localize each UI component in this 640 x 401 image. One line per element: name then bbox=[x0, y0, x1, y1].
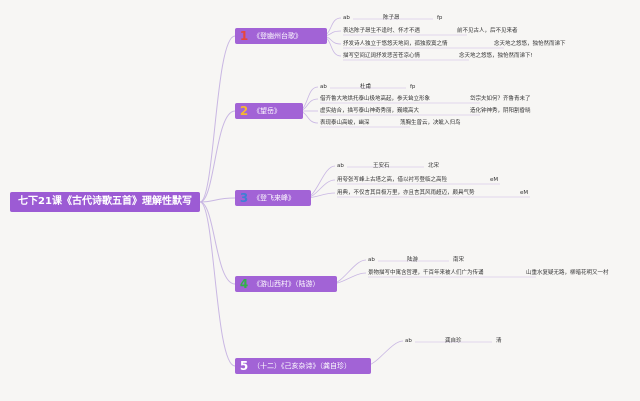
description-text: 景物描写中寓含哲理，千百年来被人们广为传诵 bbox=[368, 270, 484, 276]
chapter-node[interactable]: 2 《望岳》 bbox=[235, 103, 303, 119]
meta-label: ab bbox=[343, 15, 350, 21]
answer-text: 山重水复疑无路，柳暗花明又一村 bbox=[526, 270, 609, 276]
description-text: 用夸张写峰上古塔之高，借以衬写登临之高险 bbox=[337, 177, 448, 183]
description-text: 借齐鲁大地烘托泰山极地高起，参天耸立形象 bbox=[320, 96, 431, 102]
chapter-node[interactable]: 5 （十二）《己亥杂诗》（龚自珍） bbox=[235, 358, 371, 374]
chapter-title: 《登飞来峰》 bbox=[253, 194, 295, 202]
answer-text: eM bbox=[520, 190, 529, 196]
meta-label: ab bbox=[368, 257, 375, 263]
meta-label: fp bbox=[437, 15, 443, 21]
meta-label: 陈子昂 bbox=[383, 15, 400, 21]
root-title: 七下21课《古代诗歌五首》理解性默写 bbox=[10, 192, 200, 212]
answer-text: 岱宗夫如何？齐鲁青未了 bbox=[470, 96, 531, 102]
meta-label: 龚自珍 bbox=[445, 338, 462, 344]
meta-label: ab bbox=[405, 338, 412, 344]
meta-label: fp bbox=[410, 84, 416, 90]
chapter-title: 《登幽州台歌》 bbox=[253, 32, 302, 40]
meta-label: 杜甫 bbox=[360, 84, 372, 90]
chapter-title: 《望岳》 bbox=[253, 107, 281, 115]
meta-label: 清 bbox=[496, 338, 502, 344]
answer-text: 荡胸生曾云，决眦入归鸟 bbox=[400, 120, 461, 126]
meta-label: ab bbox=[337, 163, 344, 169]
root-branch-line bbox=[199, 201, 236, 367]
root-branch-line bbox=[199, 201, 236, 285]
description-text: 表现泰山高峻，幽深 bbox=[320, 120, 370, 126]
description-text: 用典，不仅言其目极万里，亦且言其风雨超迈，颇具气势 bbox=[337, 190, 475, 196]
chapter-number: 5 bbox=[239, 359, 249, 373]
meta-label: 陆游 bbox=[407, 257, 419, 263]
chapter-node[interactable]: 1 《登幽州台歌》 bbox=[235, 28, 327, 44]
root-branch-line bbox=[199, 197, 236, 203]
answer-text: 念天地之悠悠，独怆然而涕下 bbox=[494, 41, 566, 47]
chapter-node[interactable]: 4 《游山西村》（陆游） bbox=[235, 276, 337, 292]
chapter-number: 3 bbox=[239, 191, 249, 205]
root-branch-line bbox=[199, 35, 236, 203]
chapter-title: 《游山西村》（陆游） bbox=[253, 280, 320, 288]
description-text: 描写空间辽阔抒发悲苦苍凉心情 bbox=[343, 53, 421, 59]
meta-label: 王安石 bbox=[373, 163, 390, 169]
chapter-number: 1 bbox=[239, 29, 249, 43]
meta-label: 南宋 bbox=[453, 257, 465, 263]
meta-label: ab bbox=[320, 84, 327, 90]
answer-text: 造化钟神秀，阴阳割昏晓 bbox=[470, 108, 531, 114]
root-branch-line bbox=[199, 110, 236, 203]
answer-text: eM bbox=[490, 177, 499, 183]
answer-text: 念天地之悠悠，独怆然而涕下! bbox=[459, 53, 533, 59]
chapter-title: （十二）《己亥杂诗》（龚自珍） bbox=[253, 362, 351, 370]
description-text: 虚实结合，描写泰山神奇秀丽，巍峨高大 bbox=[320, 108, 420, 114]
description-text: 抒发诗人独立于悠悠天地间，孤独寂寞之情 bbox=[343, 41, 448, 47]
chapter-number: 2 bbox=[239, 104, 249, 118]
chapter-node[interactable]: 3 《登飞来峰》 bbox=[235, 190, 311, 206]
chapter-number: 4 bbox=[239, 277, 249, 291]
answer-text: 前不见古人，后不见来者 bbox=[457, 28, 518, 34]
meta-label: 北宋 bbox=[428, 163, 440, 169]
description-text: 表达陈子昂生不逢时、怀才不遇 bbox=[343, 28, 421, 34]
